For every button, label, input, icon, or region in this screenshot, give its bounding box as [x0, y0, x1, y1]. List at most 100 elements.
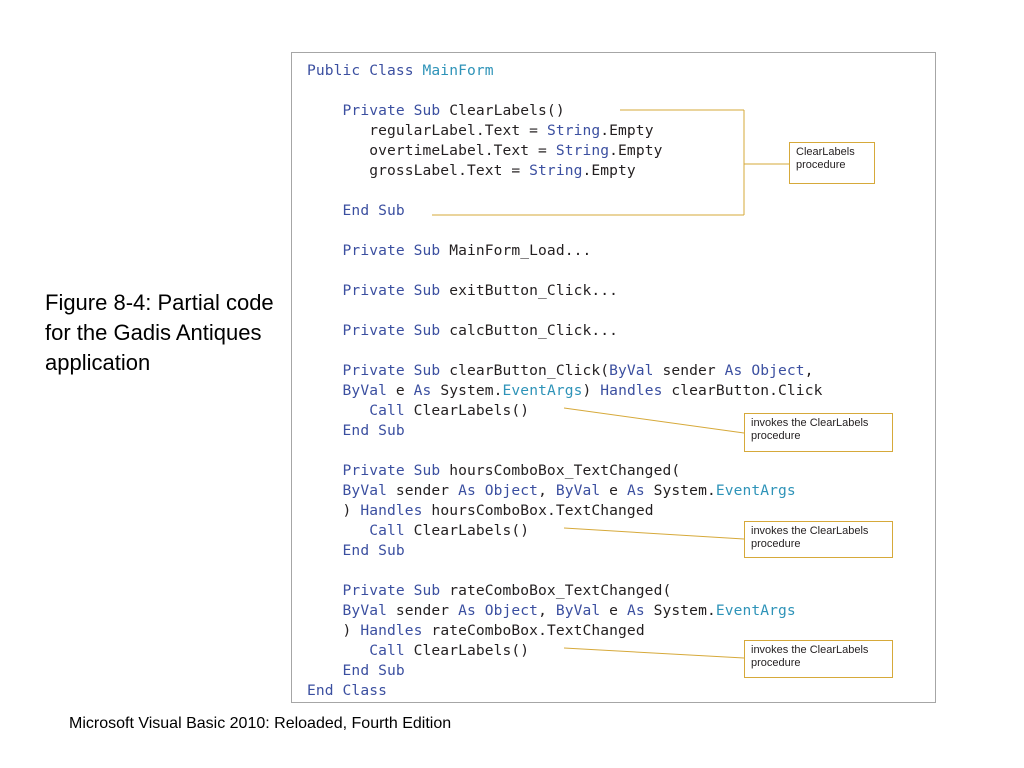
keyword-token: As — [626, 602, 645, 619]
code-token: e — [386, 382, 414, 399]
keyword-token: String — [555, 142, 610, 159]
code-token: ClearLabels() — [449, 102, 565, 119]
leader-line-1 — [563, 407, 745, 434]
code-token: hoursComboBox_TextChanged( — [449, 462, 681, 479]
code-token: ClearLabels() — [404, 522, 530, 539]
keyword-token: Handles — [600, 382, 663, 399]
end-sub-line: End Sub — [307, 541, 405, 561]
keyword-token: As — [724, 362, 743, 379]
keyword-token: Private Sub — [342, 102, 450, 119]
keyword-token: ByVal — [555, 482, 601, 499]
code-token: System. — [431, 382, 503, 399]
code-figure: Public Class MainForm Private Sub ClearL… — [291, 52, 936, 703]
keyword-token: Private Sub — [342, 462, 450, 479]
keyword-token: As — [458, 482, 476, 499]
end-sub-line: End Sub — [307, 421, 405, 441]
type-token: EventArgs — [715, 482, 796, 499]
keyword-token: ByVal — [555, 602, 601, 619]
code-token: System. — [644, 602, 716, 619]
code-token: .Empty — [609, 142, 663, 159]
callout-text: invokes the ClearLabels procedure — [751, 644, 869, 669]
regular-label-line: regularLabel.Text = String.Empty — [307, 121, 654, 141]
keyword-token: Private Sub — [342, 322, 450, 339]
code-token: clearButton_Click( — [449, 362, 610, 379]
code-token: regularLabel.Text = — [307, 122, 547, 139]
keyword-token: End Class — [307, 682, 387, 699]
clearlabels-procedure-callout: ClearLabels procedure — [789, 142, 875, 184]
keyword-token: ByVal — [342, 602, 387, 619]
code-token: ClearLabels() — [404, 642, 530, 659]
code-token: grossLabel.Text = — [307, 162, 530, 179]
end-class-line: End Class — [307, 681, 387, 701]
keyword-token: Object — [484, 482, 539, 499]
keyword-token: Handles — [360, 502, 423, 519]
gross-label-line: grossLabel.Text = String.Empty — [307, 161, 636, 181]
mainform-load-line: Private Sub MainForm_Load... — [307, 241, 592, 261]
leader-line-2 — [563, 527, 745, 540]
invokes-callout-2: invokes the ClearLabels procedure — [744, 521, 893, 558]
keyword-token: Public Class — [307, 62, 423, 79]
code-token: hoursComboBox.TextChanged — [422, 502, 654, 519]
ratecombobox-handles-line: ) Handles rateComboBox.TextChanged — [307, 621, 645, 641]
keyword-token: Call — [369, 642, 405, 659]
leader-line-3 — [563, 647, 745, 659]
code-token: sender — [386, 482, 459, 499]
keyword-token: End Sub — [342, 202, 405, 219]
keyword-token: As — [458, 602, 476, 619]
keyword-token: ByVal — [609, 362, 654, 379]
code-token: , — [538, 482, 556, 499]
exitbutton-click-line: Private Sub exitButton_Click... — [307, 281, 618, 301]
code-token: rateComboBox_TextChanged( — [449, 582, 672, 599]
keyword-token: String — [546, 122, 601, 139]
keyword-token: String — [529, 162, 583, 179]
keyword-token: Private Sub — [342, 282, 450, 299]
code-token: e — [600, 602, 627, 619]
keyword-token: End Sub — [342, 422, 405, 439]
keyword-token: Handles — [360, 622, 423, 639]
call-clearlabels-line: Call ClearLabels() — [307, 641, 529, 661]
code-token: rateComboBox.TextChanged — [422, 622, 645, 639]
overtime-label-line: overtimeLabel.Text = String.Empty — [307, 141, 662, 161]
keyword-token: End Sub — [342, 542, 405, 559]
calcbutton-click-line: Private Sub calcButton_Click... — [307, 321, 618, 341]
callout-text: ClearLabels procedure — [796, 146, 855, 171]
callout-text: invokes the ClearLabels procedure — [751, 417, 869, 442]
hourscombobox-params-line: ByVal sender As Object, ByVal e As Syste… — [307, 481, 796, 501]
call-clearlabels-line: Call ClearLabels() — [307, 401, 529, 421]
end-sub-line: End Sub — [307, 661, 405, 681]
clearbutton-params-line: ByVal e As System.EventArgs) Handles cle… — [307, 381, 823, 401]
code-token: .Empty — [600, 122, 654, 139]
keyword-token: Object — [751, 362, 805, 379]
figure-caption: Figure 8-4: Partial code for the Gadis A… — [45, 290, 274, 375]
code-token: ClearLabels() — [404, 402, 530, 419]
code-token: ) — [307, 502, 361, 519]
end-sub-line: End Sub — [307, 201, 405, 221]
keyword-token: ByVal — [342, 382, 387, 399]
keyword-token: Private Sub — [342, 362, 450, 379]
ratecombobox-params-line: ByVal sender As Object, ByVal e As Syste… — [307, 601, 796, 621]
code-token: ) — [307, 622, 361, 639]
code-token: .Empty — [582, 162, 636, 179]
class-declaration-line: Public Class MainForm — [307, 61, 494, 81]
keyword-token: ByVal — [342, 482, 387, 499]
callout-leaders — [432, 109, 789, 659]
call-clearlabels-line: Call ClearLabels() — [307, 521, 529, 541]
code-token: e — [600, 482, 627, 499]
keyword-token: Private Sub — [342, 582, 450, 599]
code-token: , — [538, 602, 556, 619]
code-token: System. — [644, 482, 716, 499]
code-token: sender — [653, 362, 725, 379]
keyword-token: End Sub — [342, 662, 405, 679]
hourscombobox-sub-line: Private Sub hoursComboBox_TextChanged( — [307, 461, 681, 481]
invokes-callout-3: invokes the ClearLabels procedure — [744, 640, 893, 678]
clearbutton-click-line: Private Sub clearButton_Click(ByVal send… — [307, 361, 814, 381]
code-token: , — [804, 362, 814, 379]
type-token: EventArgs — [715, 602, 796, 619]
keyword-token: Object — [484, 602, 539, 619]
keyword-token: Call — [369, 522, 405, 539]
ratecombobox-sub-line: Private Sub rateComboBox_TextChanged( — [307, 581, 672, 601]
type-token: MainForm — [422, 62, 494, 79]
hourscombobox-handles-line: ) Handles hoursComboBox.TextChanged — [307, 501, 654, 521]
code-token: exitButton_Click... — [449, 282, 619, 299]
keyword-token: As — [413, 382, 432, 399]
